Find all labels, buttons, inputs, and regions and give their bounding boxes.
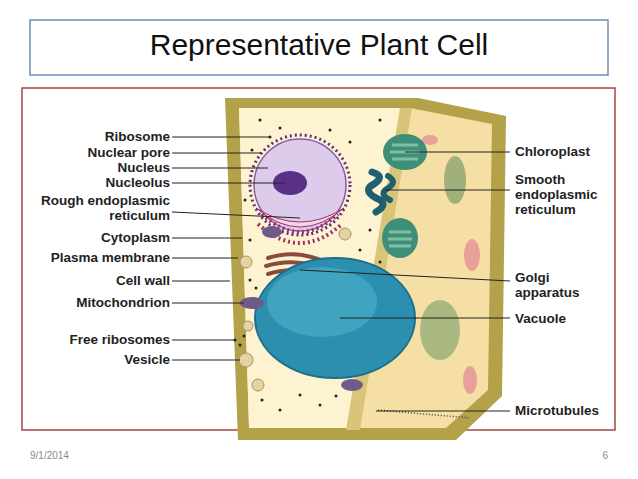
- ribosome-dot: [349, 141, 352, 144]
- part-label: Golgi apparatus: [515, 270, 595, 300]
- leader-line: [172, 153, 262, 154]
- part-label: Smooth endoplasmic reticulum: [515, 172, 615, 217]
- chloroplast-shape: [444, 156, 466, 204]
- ribosome-dot: [255, 287, 258, 290]
- organelle-shape: [463, 366, 477, 394]
- part-label: Vacuole: [515, 311, 625, 326]
- part-label: Nucleolus: [10, 175, 170, 190]
- organelle-shape: [464, 239, 480, 271]
- ribosome-dot: [369, 229, 372, 232]
- leader-line: [172, 212, 300, 218]
- ribosome-dot: [244, 199, 247, 202]
- ribosome-dot: [249, 239, 252, 242]
- ribosome-dot: [259, 119, 262, 122]
- slide-title: Representative Plant Cell: [30, 28, 608, 62]
- ribosome-dot: [379, 119, 382, 122]
- leader-line: [172, 168, 268, 169]
- leader-line: [172, 238, 242, 239]
- plant-cell: [225, 98, 506, 440]
- ribosome-dot: [379, 261, 382, 264]
- chloroplast-shape: [382, 134, 427, 258]
- mitochondrion-shape: [341, 379, 363, 391]
- leader-line: [300, 270, 510, 281]
- vesicle-shapes: [239, 228, 351, 391]
- chloroplast-shape: [420, 300, 460, 360]
- footer-text: 9/1/2014: [30, 449, 130, 462]
- footer-text: 6: [548, 449, 608, 462]
- vacuole-highlight: [267, 267, 377, 337]
- nucleus-shape: [254, 139, 346, 231]
- title-frame: [30, 20, 608, 75]
- part-label: Nucleus: [10, 160, 170, 175]
- ribosome-dot: [335, 395, 338, 398]
- ribosome-dot: [299, 394, 302, 397]
- leader-line: [172, 183, 285, 184]
- leader-line: [172, 303, 244, 304]
- nuclear-envelope: [250, 135, 350, 235]
- ribosome-dot: [329, 129, 332, 132]
- part-label: Free ribosomes: [10, 332, 170, 347]
- leader-line: [172, 360, 240, 361]
- vesicle-shape: [243, 321, 253, 331]
- vesicle-shape: [239, 353, 253, 367]
- part-label: Cytoplasm: [10, 230, 170, 245]
- part-label: Chloroplast: [515, 144, 625, 159]
- ribosome-dot: [249, 279, 252, 282]
- ribosome-dot: [359, 249, 362, 252]
- leader-line: [172, 258, 238, 259]
- ribosome-dot: [261, 399, 264, 402]
- part-label: Rough endoplasmic reticulum: [10, 193, 170, 223]
- part-label: Plasma membrane: [10, 250, 170, 265]
- ribosome-dot: [251, 149, 254, 152]
- vesicle-shape: [240, 256, 252, 268]
- part-label: Ribosome: [10, 129, 170, 144]
- part-label: Vesicle: [10, 352, 170, 367]
- thylakoid-stack: [388, 232, 412, 246]
- vesicle-shape: [339, 228, 351, 240]
- leader-line: [405, 152, 510, 153]
- rough-er-shape: [258, 224, 342, 243]
- ribosome-dot: [239, 344, 242, 347]
- leader-line: [385, 190, 510, 191]
- part-label: Microtubules: [515, 403, 630, 418]
- leader-line: [172, 137, 270, 138]
- leader-line: [340, 318, 510, 319]
- ribosome-dot: [279, 409, 282, 412]
- vesicle-shape: [252, 379, 264, 391]
- mitochondrion-shape: [262, 226, 282, 238]
- leader-lines: [172, 137, 510, 411]
- organelle-shape: [422, 135, 438, 145]
- chloroplast-body: [382, 218, 418, 258]
- cell-wall: [225, 98, 506, 440]
- smooth-er-shape: [383, 176, 393, 200]
- leader-line: [376, 411, 510, 412]
- part-label: Mitochondrion: [10, 295, 170, 310]
- part-label: Nuclear pore: [10, 145, 170, 160]
- leader-line: [172, 281, 230, 282]
- ribosome-dot: [243, 335, 246, 338]
- leader-line: [172, 340, 234, 341]
- ribosome-dot: [319, 404, 322, 407]
- part-label: Cell wall: [10, 273, 170, 288]
- ribosome-dots: [234, 119, 382, 412]
- ribosome-dot: [279, 127, 282, 130]
